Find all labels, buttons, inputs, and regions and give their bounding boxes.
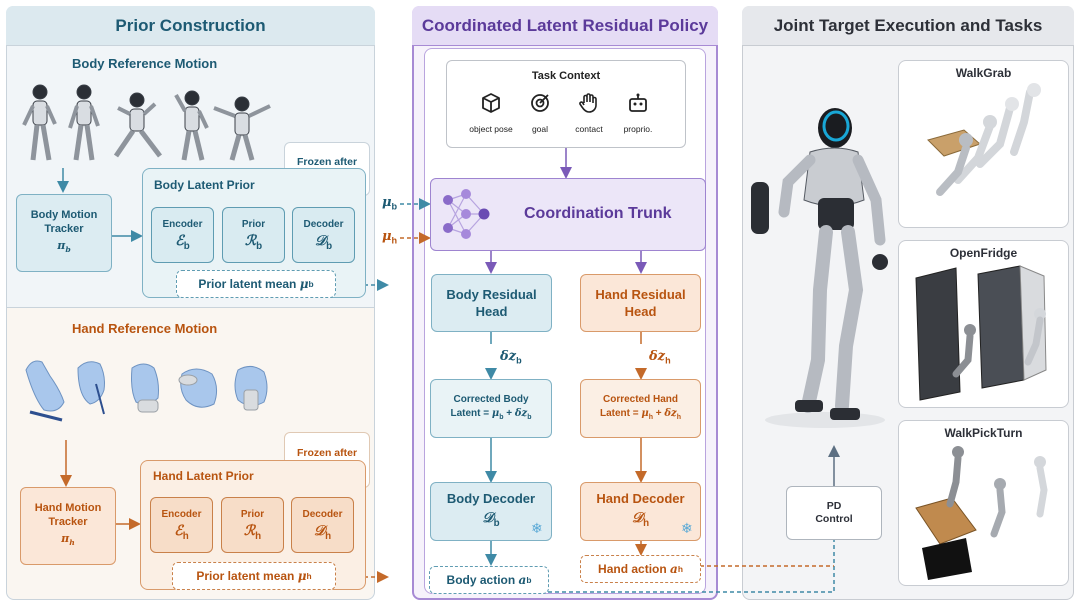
hand-decoder-policy: Hand Decoder 𝒟h (580, 482, 701, 541)
robot-pose-3 (113, 92, 162, 158)
body-encoder: Encoder ℰb (151, 207, 214, 263)
hand-icon (578, 92, 600, 114)
robot-pose-5 (213, 96, 271, 161)
hand-pose-2 (77, 361, 105, 415)
delta-z-b-label: δzb (500, 349, 522, 366)
policy-title: Coordinated Latent Residual Policy (412, 6, 718, 46)
mu-b-input-label: μb (382, 195, 398, 212)
hand-prior: Prior ℛh (221, 497, 284, 553)
execution-title: Joint Target Execution and Tasks (742, 6, 1074, 46)
task-item-label: object pose (469, 124, 513, 134)
coordination-trunk-label: Coordination Trunk (524, 205, 672, 222)
hand-reference-title: Hand Reference Motion (72, 321, 218, 336)
hand-pose-5 (234, 366, 268, 411)
corrected-body-latent: Corrected Body Latent = μb + δzb (430, 379, 552, 438)
robot-pose-1 (22, 84, 57, 161)
task-card-title: OpenFridge (949, 246, 1018, 260)
body-residual-head: Body Residual Head (431, 274, 552, 332)
corrected-hand-latent: Corrected Hand Latent = μh + δzh (580, 379, 701, 438)
hand-pose-4 (178, 368, 218, 408)
snowflake-icon: ❄ (531, 520, 543, 536)
hand-pose-1 (25, 360, 65, 412)
body-prior: Prior ℛb (222, 207, 285, 263)
robot-pose-2 (68, 84, 100, 161)
task-item-label: proprio. (623, 124, 653, 134)
mu-h-input-label: μh (382, 229, 398, 246)
cube-icon (480, 92, 502, 114)
task-card-title: WalkGrab (955, 66, 1012, 80)
pd-control: PD Control (786, 486, 882, 540)
hand-motion-tracker: Hand Motion Tracker πh (20, 487, 116, 565)
task-item-label: goal (531, 124, 549, 134)
body-latent-prior-title: Body Latent Prior (154, 178, 255, 192)
delta-z-h-label: δzh (649, 349, 671, 366)
hand-pose-3 (131, 363, 159, 413)
hand-residual-head: Hand Residual Head (580, 274, 701, 332)
prior-construction-title: Prior Construction (6, 6, 375, 46)
body-decoder-policy: Body Decoder 𝒟b (430, 482, 552, 541)
hand-encoder: Encoder ℰh (150, 497, 213, 553)
task-item-label: contact (575, 124, 603, 134)
body-reference-title: Body Reference Motion (72, 56, 218, 71)
body-decoder: Decoder 𝒟b (292, 207, 355, 263)
body-motion-tracker: Body Motion Tracker πb (16, 194, 112, 272)
task-context-title: Task Context (531, 70, 601, 82)
hand-decoder: Decoder 𝒟h (291, 497, 354, 553)
neural-network-icon (440, 186, 492, 242)
target-icon (529, 92, 551, 114)
snowflake-icon: ❄ (681, 520, 693, 536)
robot-pose-4 (174, 90, 209, 161)
robot-icon (627, 92, 649, 114)
task-card-title: WalkPickTurn (944, 426, 1023, 440)
prior-divider (6, 307, 375, 308)
hand-latent-prior-title: Hand Latent Prior (153, 469, 254, 483)
